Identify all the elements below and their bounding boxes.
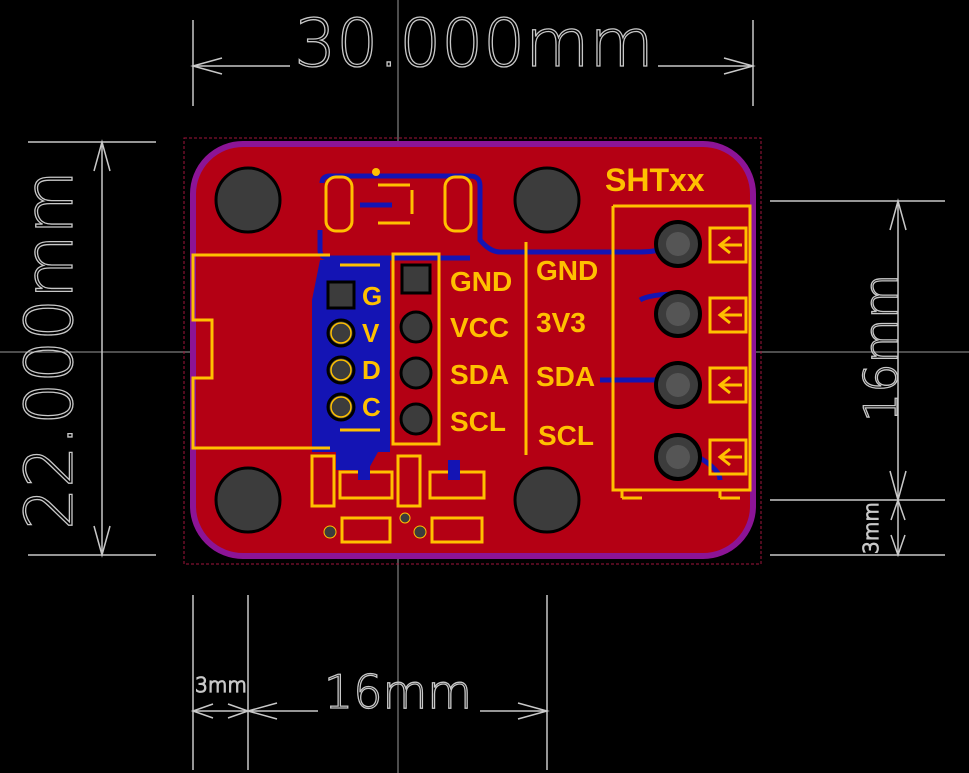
mount-hole-tr bbox=[513, 166, 581, 234]
right-pin-label: SCL bbox=[538, 420, 594, 451]
left-pin-label: D bbox=[362, 355, 381, 385]
mount-hole-tl bbox=[214, 166, 282, 234]
width-label: 30.000mm bbox=[294, 5, 654, 82]
left-pin-label: C bbox=[362, 392, 381, 422]
right-pin bbox=[654, 290, 748, 338]
left-pin-label: G bbox=[362, 281, 382, 311]
mount-hole-br bbox=[513, 466, 581, 534]
board-title: SHTxx bbox=[605, 162, 705, 198]
edge-offset-y-label: 3mm bbox=[859, 502, 883, 554]
right-pin bbox=[654, 361, 748, 409]
center-pin-label: VCC bbox=[450, 312, 509, 343]
left-pin-label: V bbox=[362, 318, 380, 348]
dimension-hole-spacing-y: 16mm bbox=[770, 198, 945, 503]
edge-offset-x-label: 3mm bbox=[195, 673, 247, 697]
dimension-width: 30.000mm bbox=[190, 4, 756, 106]
bottom-components bbox=[310, 454, 486, 544]
right-pin bbox=[654, 433, 748, 481]
hole-spacing-y-label: 16mm bbox=[854, 274, 908, 422]
center-pin-label: GND bbox=[450, 266, 512, 297]
right-pin-label: SDA bbox=[536, 361, 595, 392]
hole-spacing-x-label: 16mm bbox=[324, 665, 472, 719]
left-pin-header bbox=[326, 280, 356, 422]
right-pin bbox=[654, 220, 748, 268]
right-pin-label: GND bbox=[536, 255, 598, 286]
left-connector-outline bbox=[191, 253, 380, 450]
mount-holes bbox=[214, 166, 581, 534]
center-pin-header bbox=[391, 252, 441, 446]
right-pin-label: 3V3 bbox=[536, 307, 586, 338]
dimension-hole-spacing-x: 16mm 3mm bbox=[190, 595, 550, 770]
board-keepout bbox=[183, 137, 762, 565]
height-label: 22.000mm bbox=[11, 170, 88, 530]
center-pin-label: SCL bbox=[450, 406, 506, 437]
dimension-height: 22.000mm bbox=[10, 139, 156, 558]
center-pin-label: SDA bbox=[450, 359, 509, 390]
top-component bbox=[324, 168, 473, 233]
dimension-edge-offset-y: 3mm bbox=[770, 497, 945, 558]
mount-hole-bl bbox=[214, 466, 282, 534]
right-connector bbox=[611, 204, 752, 500]
